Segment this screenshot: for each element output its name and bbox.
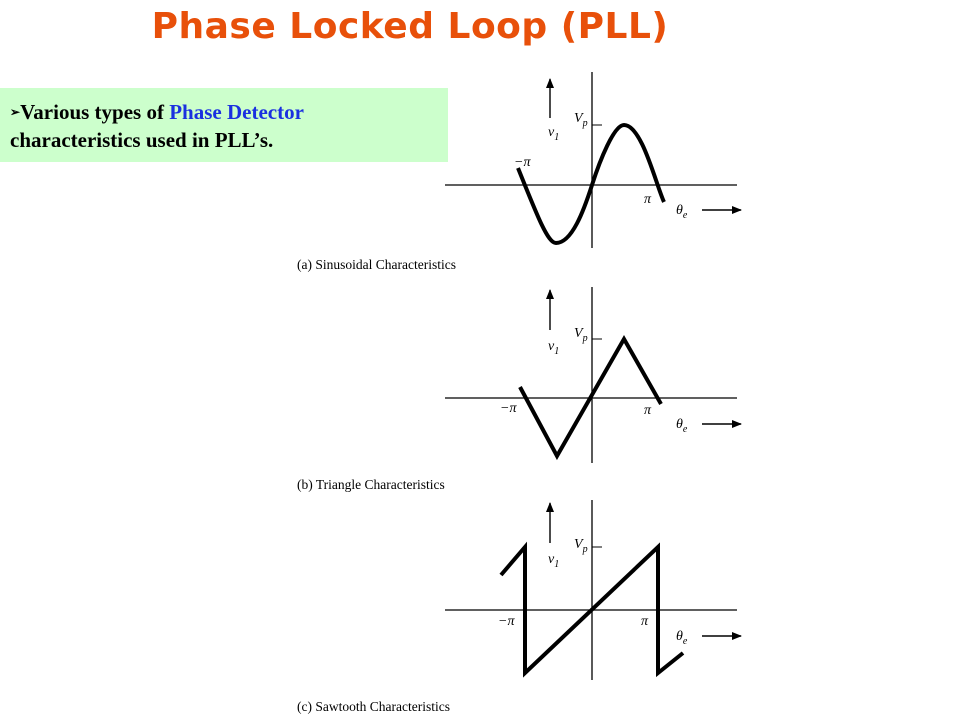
y-axis-label: v1 (548, 339, 559, 357)
callout-highlight: Phase Detector (169, 100, 304, 124)
callout-box: ➢Various types of Phase Detector charact… (0, 88, 448, 162)
neg-pi-label: −π (514, 155, 531, 170)
pos-pi-label: π (644, 403, 652, 418)
caption-sinusoidal: (a) Sinusoidal Characteristics (297, 257, 456, 272)
caption-sawtooth: (c) Sawtooth Characteristics (297, 699, 450, 714)
callout-text-post: characteristics used in PLL’s. (10, 128, 274, 152)
peak-label: Vp (574, 111, 588, 129)
arrow-bullet-icon: ➢ (10, 105, 21, 119)
neg-pi-label: −π (500, 401, 517, 416)
x-axis-label: θe (676, 417, 688, 435)
slide-title: Phase Locked Loop (PLL) (151, 6, 669, 47)
graph-sinusoidal: v1 Vp −π π θe (a) Sinusoidal Characteris… (297, 72, 742, 272)
graph-sawtooth: v1 Vp −π π θe (c) Sawtooth Characteristi… (297, 500, 742, 714)
y-axis-label: v1 (548, 125, 559, 143)
peak-label: Vp (574, 326, 588, 344)
sine-curve (516, 122, 666, 246)
callout-text-pre: Various types of (20, 100, 170, 124)
graph-triangle: v1 Vp −π π θe (b) Triangle Characteristi… (297, 287, 742, 492)
neg-pi-label: −π (498, 614, 515, 629)
x-axis-label: θe (676, 629, 688, 647)
pos-pi-label: π (644, 192, 652, 207)
caption-triangle: (b) Triangle Characteristics (297, 477, 445, 492)
sawtooth-curve (499, 541, 685, 678)
pos-pi-label: π (641, 614, 649, 629)
y-axis-label: v1 (548, 552, 559, 570)
x-axis-label: θe (676, 203, 688, 221)
peak-label: Vp (574, 537, 588, 555)
triangle-curve (518, 334, 663, 461)
